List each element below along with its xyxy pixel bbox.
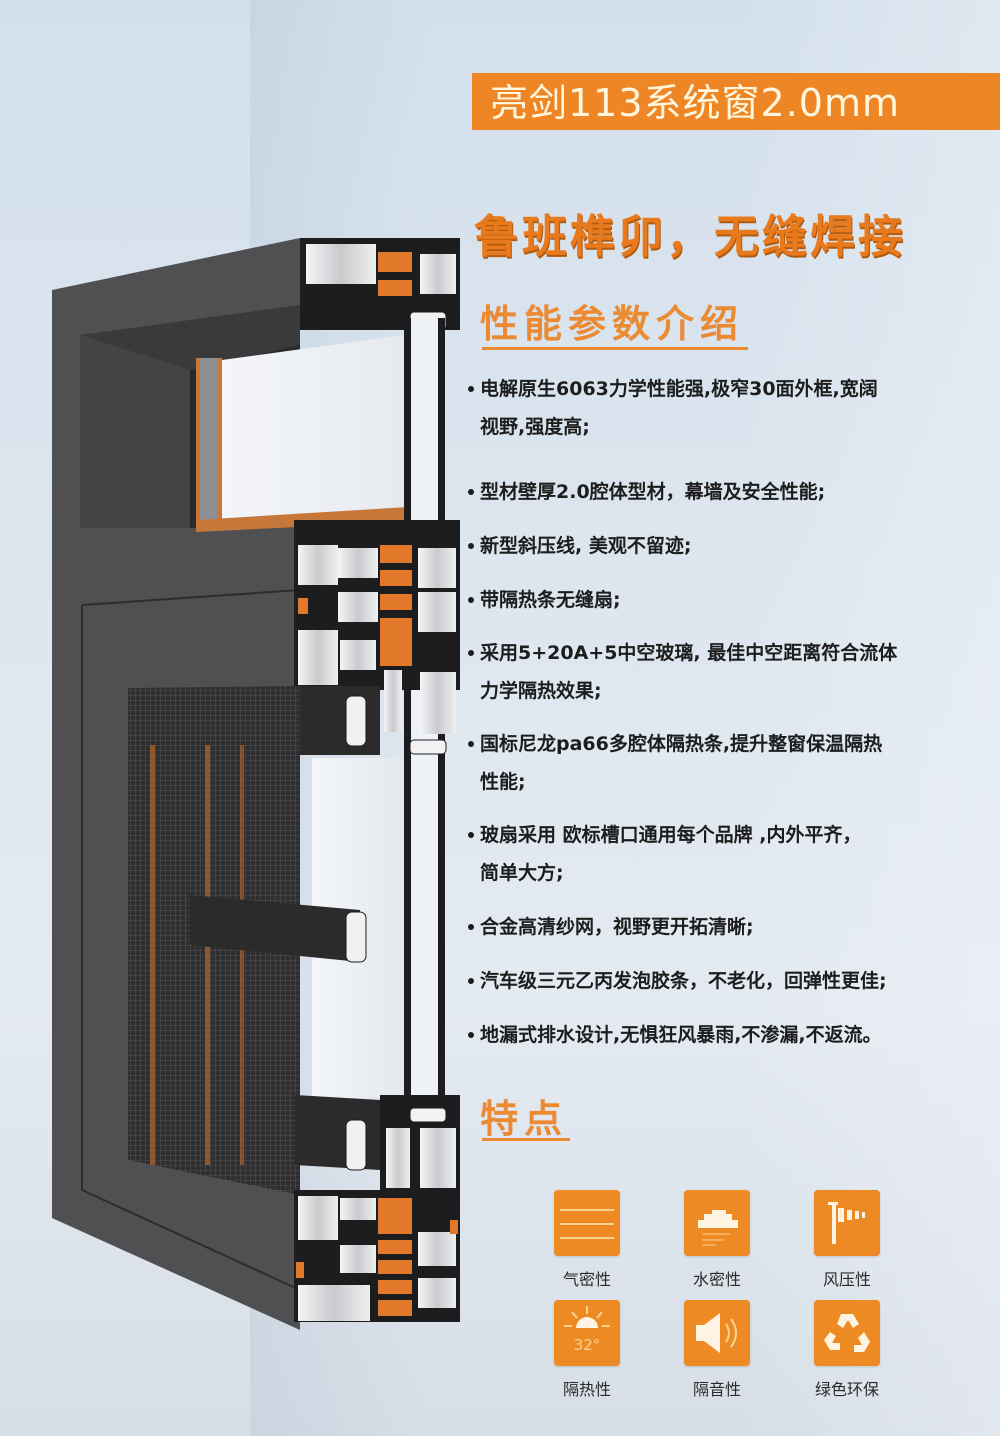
feature-airtight: 气密性 bbox=[552, 1190, 622, 1290]
feature-sound-insulation: 隔音性 bbox=[682, 1300, 752, 1400]
heat-insulation-sun-icon: 32° bbox=[554, 1300, 620, 1366]
product-title: 亮剑113系统窗2.0mm bbox=[490, 81, 900, 125]
performance-item: 新型斜压线, 美观不留迹; bbox=[466, 527, 980, 565]
features-grid: 气密性 水密性 风压性 bbox=[552, 1190, 882, 1410]
performance-item: 合金高清纱网，视野更开拓清晰; bbox=[466, 908, 980, 946]
eco-recycle-icon bbox=[814, 1300, 880, 1366]
svg-text:32°: 32° bbox=[574, 1336, 601, 1354]
title-banner bbox=[472, 73, 1000, 130]
feature-heat-insulation: 32° 隔热性 bbox=[552, 1300, 622, 1400]
features-title-underline bbox=[482, 1138, 570, 1141]
feature-eco: 绿色环保 bbox=[812, 1300, 882, 1400]
window-profile-illustration bbox=[52, 238, 460, 1330]
performance-item: 玻扇采用 欧标槽口通用每个品牌 ,内外平齐， 简单大方; bbox=[466, 816, 980, 892]
feature-watertight: 水密性 bbox=[682, 1190, 752, 1290]
slogan-heading: 鲁班榫卯，无缝焊接 bbox=[474, 210, 907, 263]
watertight-cloud-icon bbox=[684, 1190, 750, 1256]
performance-item: 采用5+20A+5中空玻璃, 最佳中空距离符合流体 力学隔热效果; bbox=[466, 634, 980, 710]
sound-insulation-speaker-icon bbox=[684, 1300, 750, 1366]
performance-item: 地漏式排水设计,无惧狂风暴雨,不渗漏,不返流。 bbox=[466, 1016, 980, 1054]
performance-item: 电解原生6063力学性能强,极窄30面外框,宽阔 视野,强度高; bbox=[466, 370, 980, 446]
airtight-lines-icon bbox=[554, 1190, 620, 1256]
features-section-title: 特点 bbox=[480, 1097, 569, 1141]
feature-wind-pressure: 风压性 bbox=[812, 1190, 882, 1290]
performance-item: 型材壁厚2.0腔体型材，幕墙及安全性能; bbox=[466, 473, 980, 511]
performance-title-underline bbox=[482, 347, 748, 350]
performance-section-title: 性能参数介绍 bbox=[480, 302, 745, 346]
wind-pressure-windsock-icon bbox=[814, 1190, 880, 1256]
performance-item: 带隔热条无缝扇; bbox=[466, 581, 980, 619]
performance-item: 汽车级三元乙丙发泡胶条，不老化，回弹性更佳; bbox=[466, 962, 980, 1000]
performance-item: 国标尼龙pa66多腔体隔热条,提升整窗保温隔热 性能; bbox=[466, 725, 980, 801]
